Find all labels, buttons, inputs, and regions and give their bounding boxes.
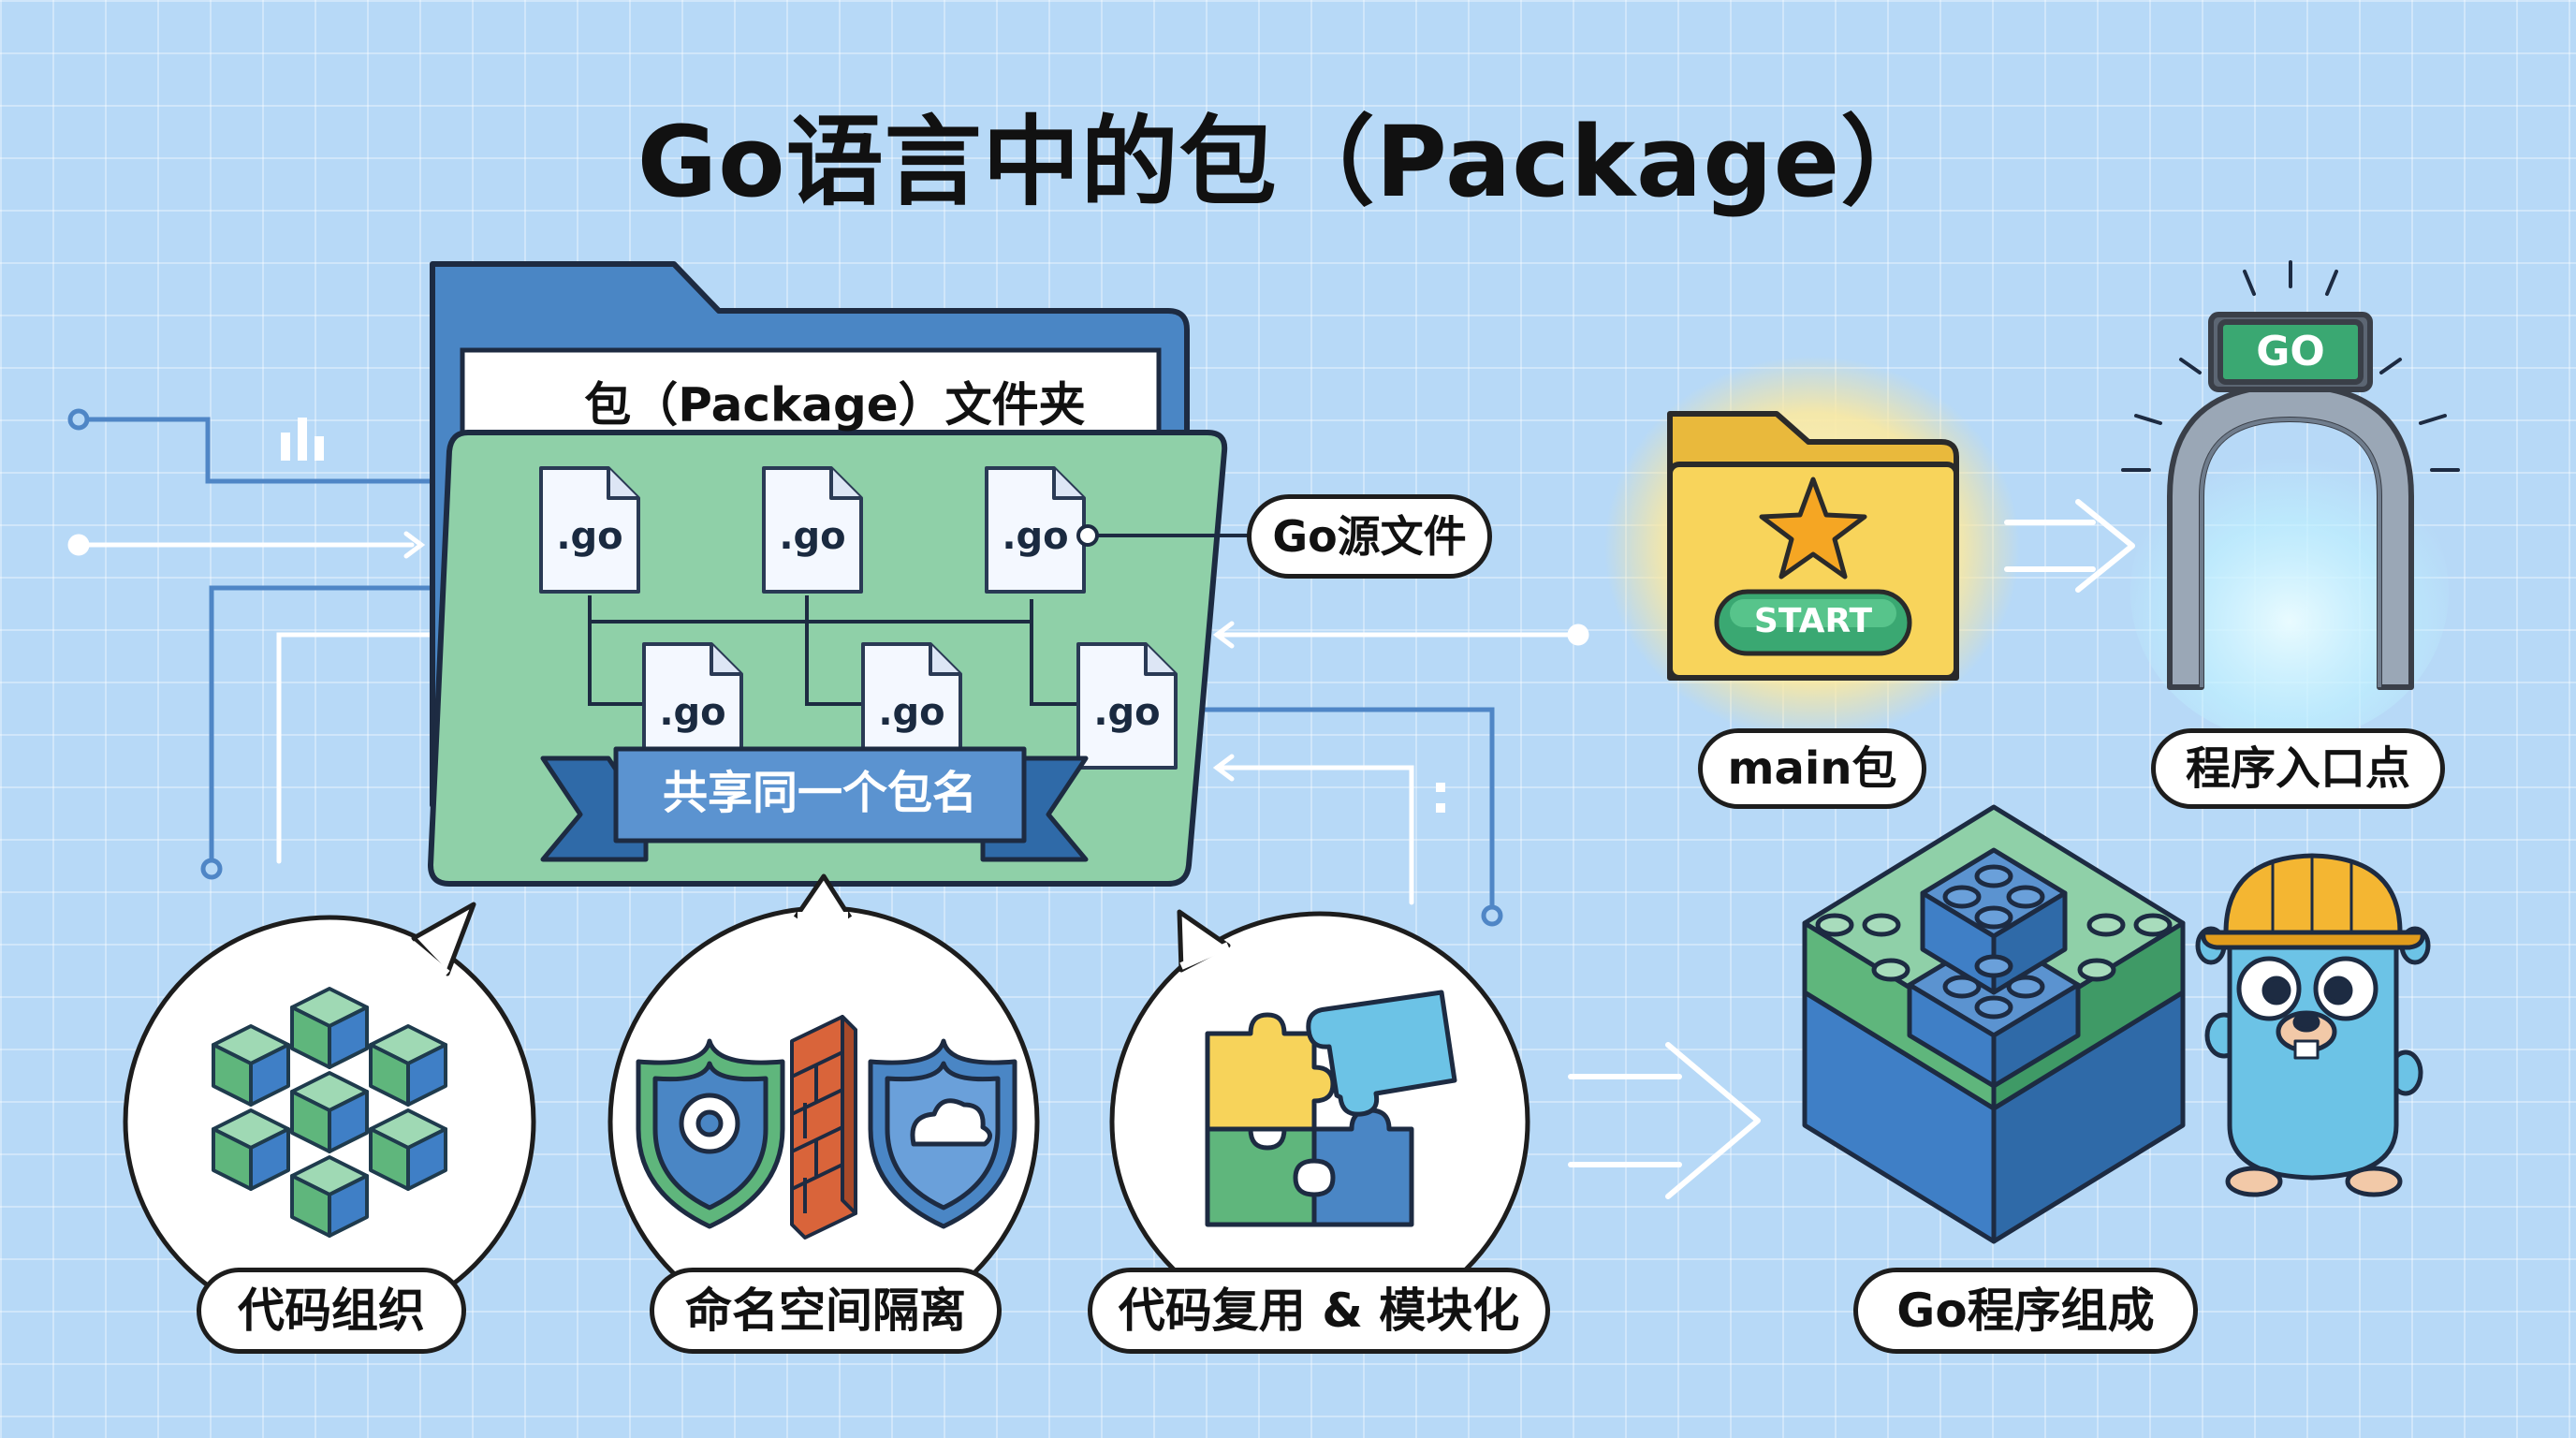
file-connectors [588,534,1254,706]
firewall-brick-icon [790,1015,857,1240]
start-button-shine [1730,599,1896,627]
entry-gate [2167,312,2414,690]
puzzle-icon [1205,990,1457,1227]
feature-label-reuse-modularity: 代码复用 & 模块化 [1088,1268,1550,1354]
arrow-to-program [1568,1042,1761,1199]
gate-sparkle-lines [2121,260,2460,472]
entry-point-label: 程序入口点 [2151,728,2445,809]
go-file-label: .go [779,515,845,558]
ribbon-label: 共享同一个包名 [663,767,977,819]
program-composition-label: Go程序组成 [1853,1268,2198,1354]
start-button-label: START [1754,602,1873,640]
go-file-label: .go [1002,515,1068,558]
go-file-label: .go [1093,691,1160,734]
arrow-to-entry [2004,499,2135,593]
shield-gear-icon [636,1038,785,1229]
page-title: Go语言中的包（Package） [637,105,1939,219]
go-source-callout: Go源文件 [1247,494,1492,579]
source-pointer-dot [1076,524,1099,547]
feature-label-namespace-isolation: 命名空间隔离 [650,1268,1002,1354]
go-file-label: .go [659,691,725,734]
star-icon [1759,477,1867,580]
gate-sign-label: GO [2256,328,2325,375]
shield-cloud-icon [868,1038,1017,1229]
gopher-mascot-icon [2195,853,2431,1197]
main-package-label: main包 [1698,728,1926,809]
go-file-label: .go [878,691,944,734]
package-name-ribbon [540,746,1089,862]
gate-glow [2130,442,2449,741]
feature-label-code-organization: 代码组织 [197,1268,466,1354]
package-folder-label: 包（Package）文件夹 [584,378,1085,433]
building-blocks-icon [1802,804,2186,1244]
circuit-lines [67,408,1589,927]
go-file-label: .go [556,515,622,558]
